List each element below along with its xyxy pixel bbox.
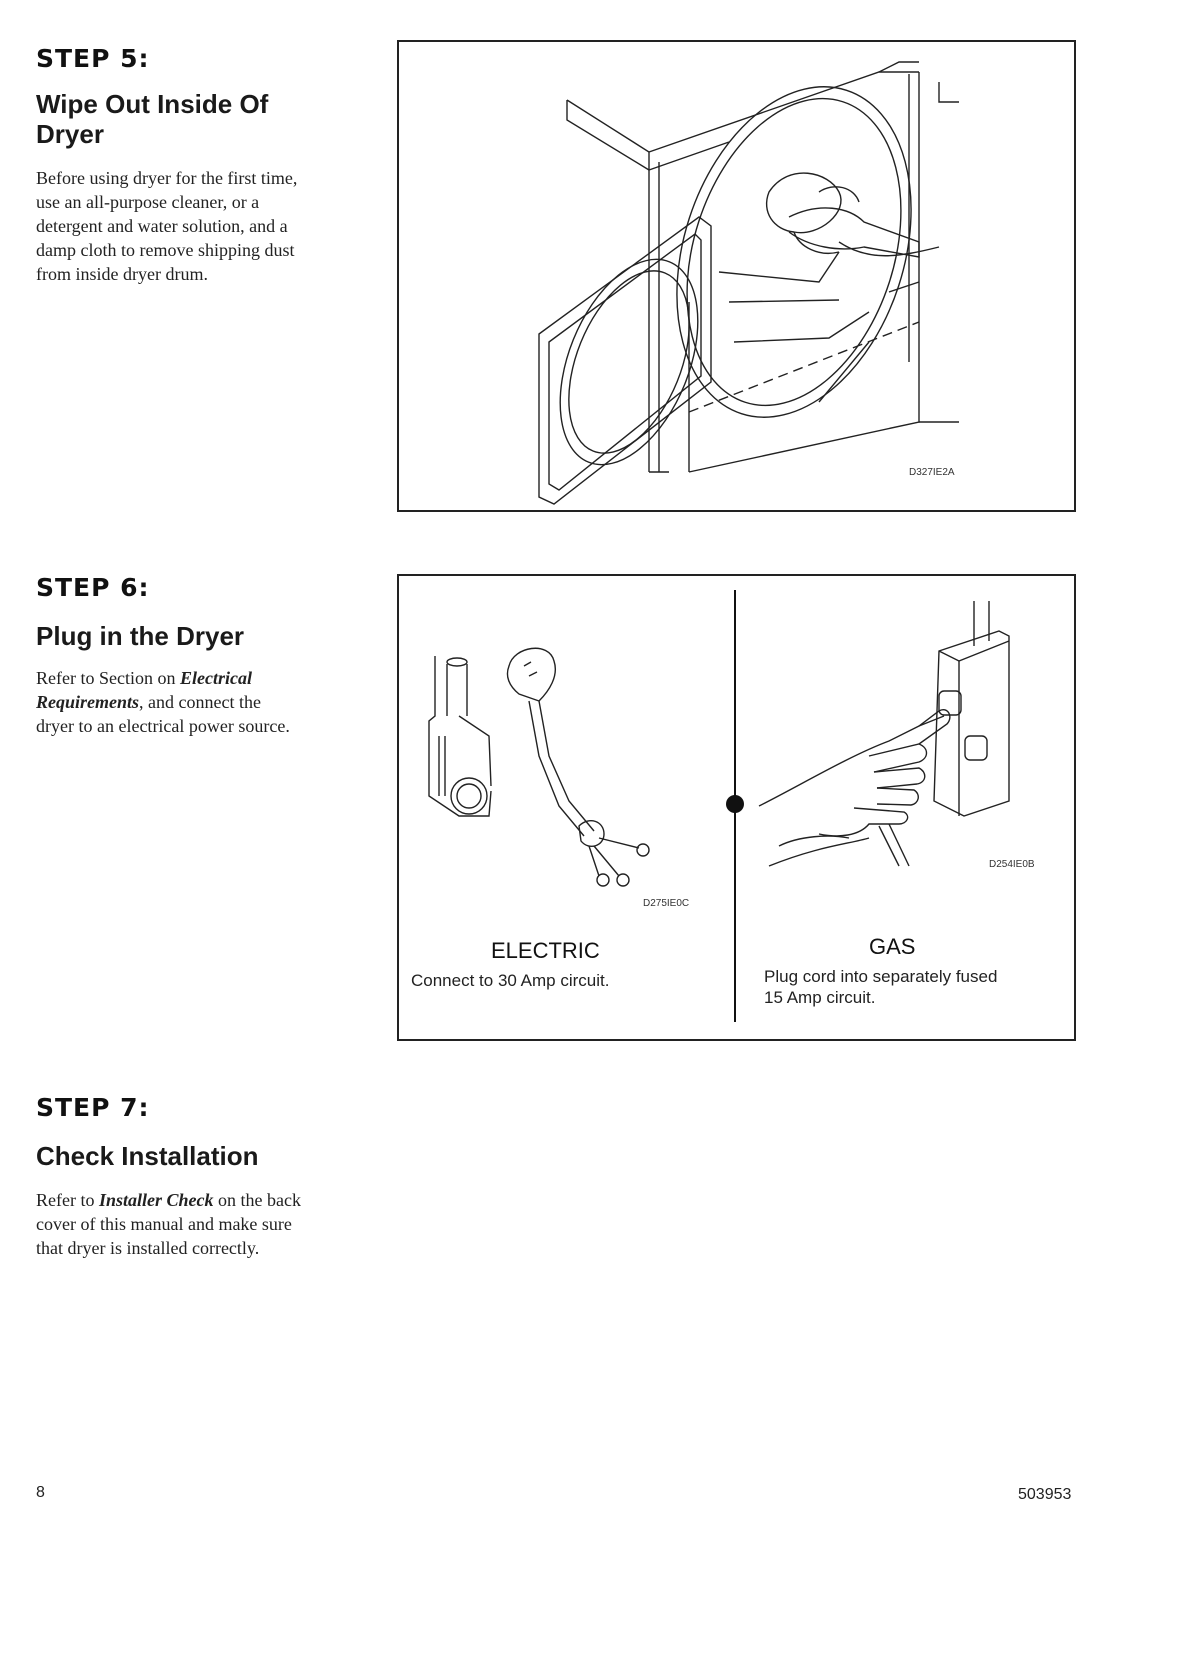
gas-outlet-box xyxy=(933,630,1010,817)
electric-figure-code: D275IE0C xyxy=(643,898,690,909)
gas-heading: GAS xyxy=(869,934,916,959)
doc-number: 503953 xyxy=(1018,1486,1072,1503)
step6-body-post: , and connect the xyxy=(139,692,261,712)
electric-heading: ELECTRIC xyxy=(491,938,600,963)
electric-outlet-box xyxy=(428,656,492,817)
step7-body: Refer to Installer Check on the back cov… xyxy=(36,1188,356,1260)
step5-body-line: detergent and water solution, and a xyxy=(36,216,288,236)
plug-illustrations xyxy=(428,590,1010,1022)
gas-figure-code: D254IE0B xyxy=(989,859,1035,870)
step7-body-post: on the back xyxy=(213,1190,301,1210)
step7-body-line2: cover of this manual and make sure xyxy=(36,1214,292,1234)
gas-text-line2: 15 Amp circuit. xyxy=(764,988,876,1007)
step6-body-line1: Refer to Section on Electrical xyxy=(36,666,356,690)
step6-title: Plug in the Dryer xyxy=(36,621,245,651)
step5-body-line: use an all-purpose cleaner, or a xyxy=(36,192,260,212)
step5-body-line: damp cloth to remove shipping dust xyxy=(36,240,295,260)
step7-body-em: Installer Check xyxy=(98,1190,214,1210)
step7-body-pre: Refer to xyxy=(36,1190,99,1210)
divider-dot xyxy=(726,795,744,813)
step5-body-line: Before using dryer for the first time, xyxy=(36,168,298,188)
step6-body-line3: dryer to an electrical power source. xyxy=(36,716,290,736)
step5-title-line2: Dryer xyxy=(36,119,104,149)
step7-body-line1: Refer to Installer Check on the back xyxy=(36,1188,356,1212)
step5-figure-code: D327IE2A xyxy=(909,467,955,478)
step6-body-line2: Requirements, and connect the xyxy=(36,690,356,714)
electric-text: Connect to 30 Amp circuit. xyxy=(411,971,610,990)
step5-title-line1: Wipe Out Inside Of xyxy=(36,89,269,119)
step6-body-em2: Requirements xyxy=(36,692,140,712)
step7-body-line3: that dryer is installed correctly. xyxy=(36,1238,260,1258)
gas-text-line1: Plug cord into separately fused xyxy=(764,967,998,986)
step5-label: STEP 5: xyxy=(36,44,150,73)
step7-label: STEP 7: xyxy=(36,1093,150,1122)
step5-body-line: from inside dryer drum. xyxy=(36,264,208,284)
step5-body: Before using dryer for the first time, u… xyxy=(36,166,356,286)
electric-plug xyxy=(506,647,556,702)
step6-label: STEP 6: xyxy=(36,573,150,602)
step6-body: Refer to Section on Electrical Requireme… xyxy=(36,666,356,738)
step6-figure: D275IE0C D254IE0B ELECTRIC Connect to 30… xyxy=(397,574,1076,1041)
step7-title: Check Installation xyxy=(36,1141,259,1171)
step6-body-pre: Refer to Section on xyxy=(36,668,180,688)
step5-figure: D327IE2A xyxy=(397,40,1076,512)
dryer-wipe-illustration xyxy=(538,61,959,505)
page-number: 8 xyxy=(36,1484,45,1501)
step6-body-em1: Electrical xyxy=(179,668,252,688)
